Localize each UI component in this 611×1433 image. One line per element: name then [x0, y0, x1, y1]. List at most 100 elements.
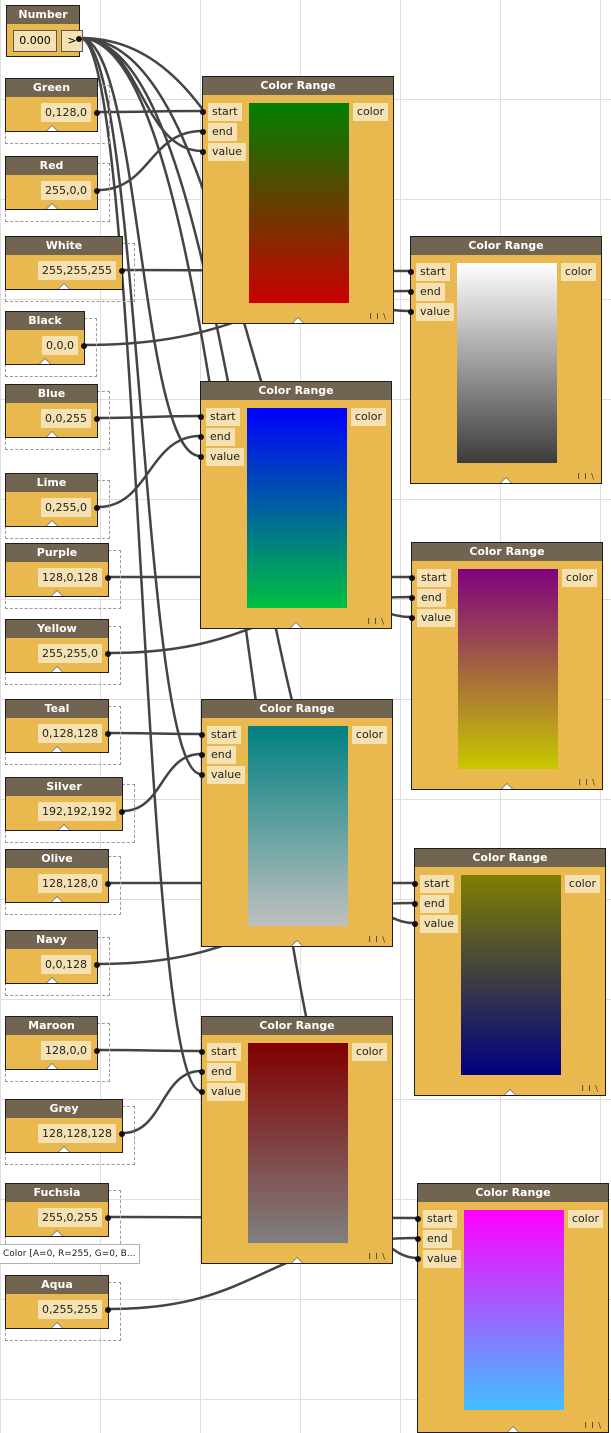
input-end-port[interactable] [408, 289, 414, 295]
input-end-port[interactable] [198, 434, 204, 440]
input-value-port[interactable] [198, 454, 204, 460]
red-color-node[interactable]: Red 255,0,0 [5, 156, 100, 210]
input-end-port[interactable] [200, 129, 206, 135]
blue-output-port[interactable] [94, 416, 100, 422]
green-node-title: Green [6, 79, 97, 97]
input-start-port[interactable] [198, 414, 204, 420]
input-start-port[interactable] [409, 575, 415, 581]
color-range-title: Color Range [202, 1017, 392, 1035]
input-start-port[interactable] [199, 1049, 205, 1055]
color-range-node[interactable]: Color Range start end value color I I \ [409, 542, 603, 790]
input-value-port[interactable] [412, 921, 418, 927]
input-start-port[interactable] [200, 109, 206, 115]
silver-color-node[interactable]: Silver 192,192,192 [5, 777, 125, 831]
color-range-node[interactable]: Color Range start end value color I I \ [408, 236, 602, 484]
fuchsia-color-node[interactable]: Fuchsia 255,0,255 [5, 1183, 111, 1237]
white-output-port[interactable] [119, 268, 125, 274]
color-range-node[interactable]: Color Range start end value color I I \ [199, 1016, 393, 1264]
input-value-label: value [208, 143, 247, 161]
olive-expand-icon-inner [52, 897, 62, 902]
input-start-port[interactable] [199, 732, 205, 738]
number-value-input[interactable]: 0.000 [13, 30, 57, 52]
purple-color-node[interactable]: Purple 128,0,128 [5, 543, 111, 597]
input-end-port[interactable] [199, 1069, 205, 1075]
color-gradient-preview [248, 726, 348, 926]
fuchsia-output-port[interactable] [105, 1215, 111, 1221]
white-value: 255,255,255 [38, 261, 116, 280]
wire [79, 36, 201, 458]
maroon-output-port[interactable] [94, 1048, 100, 1054]
teal-value: 0,128,128 [38, 724, 102, 743]
input-end-port[interactable] [409, 595, 415, 601]
black-value: 0,0,0 [42, 336, 78, 355]
lime-node-title: Lime [6, 474, 97, 492]
input-start-label: start [207, 726, 241, 744]
red-expand-icon-inner [46, 204, 57, 209]
number-node[interactable]: Number 0.000 > [6, 5, 83, 57]
red-node-title: Red [6, 157, 97, 175]
input-end-label: end [206, 428, 235, 446]
input-value-port[interactable] [199, 772, 205, 778]
input-value-port[interactable] [199, 1089, 205, 1095]
node-lacing-mark: I I \ [578, 778, 596, 787]
number-step-button[interactable]: > [61, 30, 83, 52]
number-output-port[interactable] [76, 36, 82, 42]
lime-color-node[interactable]: Lime 0,255,0 [5, 473, 100, 527]
olive-color-node[interactable]: Olive 128,128,0 [5, 849, 111, 903]
navy-expand-icon-inner [46, 978, 57, 983]
input-value-port[interactable] [200, 149, 206, 155]
color-range-node[interactable]: Color Range start end value color I I \ [415, 1183, 609, 1433]
input-end-port[interactable] [412, 901, 418, 907]
navy-value: 0,0,128 [41, 955, 91, 974]
color-range-expand-icon-inner [502, 784, 512, 789]
blue-node-title: Blue [6, 385, 97, 403]
input-end-label: end [208, 123, 237, 141]
black-color-node[interactable]: Black 0,0,0 [5, 311, 87, 365]
silver-output-port[interactable] [119, 809, 125, 815]
color-range-expand-icon-inner [505, 1090, 515, 1095]
maroon-expand-icon-inner [46, 1064, 57, 1069]
input-end-port[interactable] [415, 1236, 421, 1242]
grey-node-title: Grey [6, 1100, 122, 1118]
navy-output-port[interactable] [94, 962, 100, 968]
color-range-node[interactable]: Color Range start end value color I I \ [412, 848, 606, 1096]
input-value-label: value [416, 303, 455, 321]
lime-output-port[interactable] [94, 505, 100, 511]
navy-color-node[interactable]: Navy 0,0,128 [5, 930, 100, 984]
blue-color-node[interactable]: Blue 0,0,255 [5, 384, 100, 438]
green-value: 0,128,0 [41, 103, 91, 122]
input-value-port[interactable] [415, 1256, 421, 1262]
grey-output-port[interactable] [119, 1131, 125, 1137]
color-range-expand-icon-inner [291, 623, 301, 628]
yellow-output-port[interactable] [105, 651, 111, 657]
input-end-label: end [423, 1230, 452, 1248]
color-range-node[interactable]: Color Range start end value color I I \ [199, 699, 393, 947]
color-range-node[interactable]: Color Range start end value color I I \ [200, 76, 394, 324]
input-start-label: start [416, 263, 450, 281]
red-output-port[interactable] [94, 188, 100, 194]
output-color-label: color [561, 569, 597, 587]
color-range-expand-icon-inner [292, 941, 302, 946]
purple-output-port[interactable] [105, 575, 111, 581]
grey-color-node[interactable]: Grey 128,128,128 [5, 1099, 125, 1153]
input-value-label: value [417, 609, 456, 627]
white-color-node[interactable]: White 255,255,255 [5, 236, 125, 290]
green-output-port[interactable] [94, 110, 100, 116]
aqua-value: 0,255,255 [38, 1300, 102, 1319]
maroon-color-node[interactable]: Maroon 128,0,0 [5, 1016, 100, 1070]
olive-output-port[interactable] [105, 881, 111, 887]
input-start-port[interactable] [415, 1216, 421, 1222]
input-end-port[interactable] [199, 752, 205, 758]
input-value-port[interactable] [408, 309, 414, 315]
teal-output-port[interactable] [105, 731, 111, 737]
yellow-color-node[interactable]: Yellow 255,255,0 [5, 619, 111, 673]
black-output-port[interactable] [81, 343, 87, 349]
aqua-output-port[interactable] [105, 1307, 111, 1313]
teal-color-node[interactable]: Teal 0,128,128 [5, 699, 111, 753]
green-color-node[interactable]: Green 0,128,0 [5, 78, 100, 132]
aqua-color-node[interactable]: Aqua 0,255,255 [5, 1275, 111, 1329]
input-start-port[interactable] [408, 269, 414, 275]
color-range-node[interactable]: Color Range start end value color I I \ [198, 381, 392, 629]
input-start-port[interactable] [412, 881, 418, 887]
input-value-port[interactable] [409, 615, 415, 621]
